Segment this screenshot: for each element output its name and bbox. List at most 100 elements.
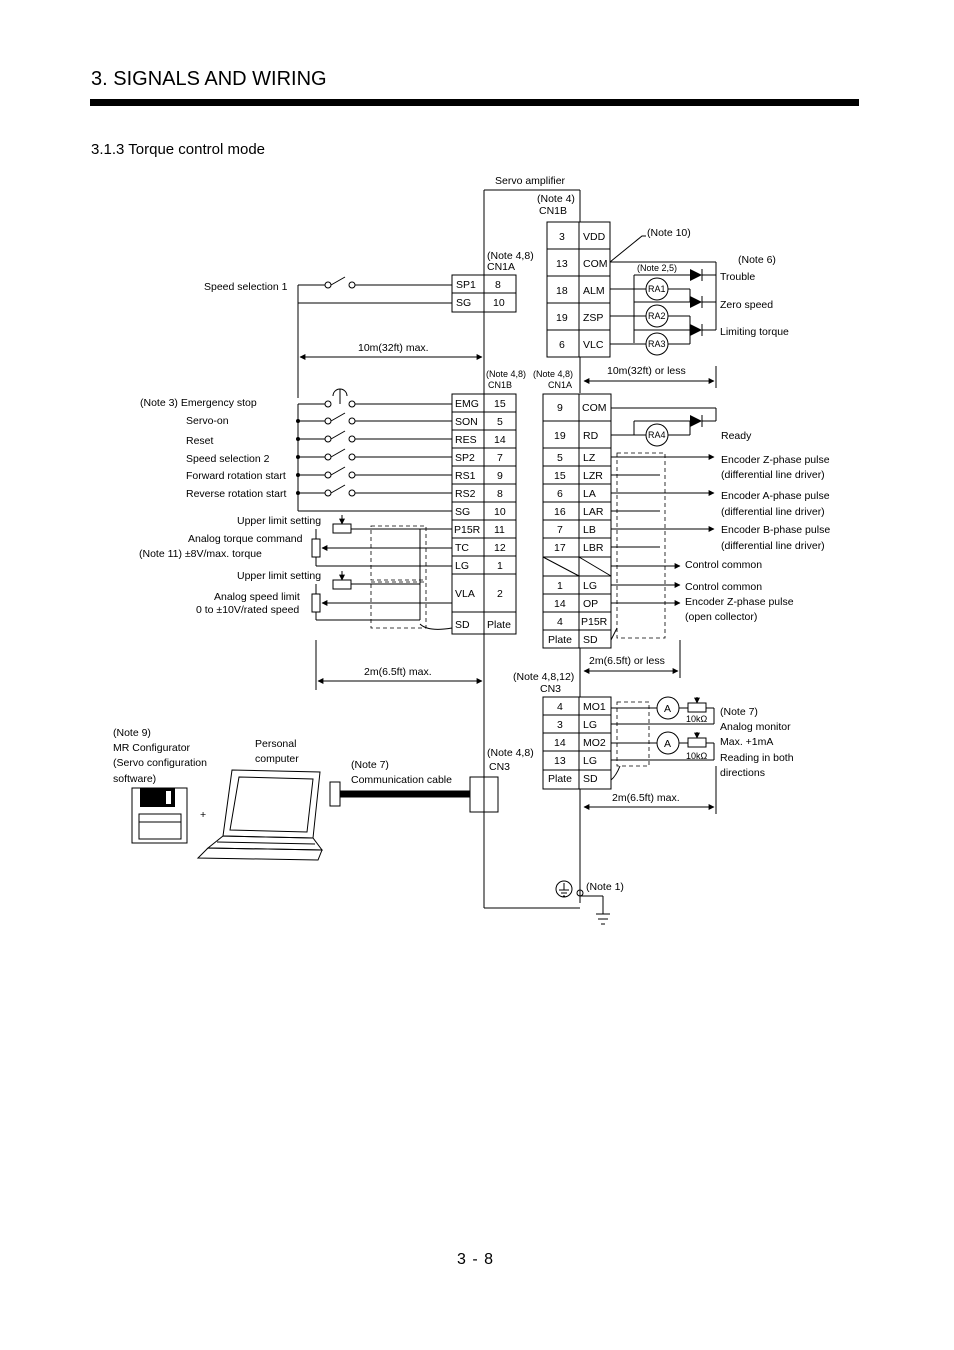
input-label: Reset bbox=[186, 435, 214, 447]
cn3-right-header: CN3 bbox=[540, 683, 561, 695]
pin-sig: LG bbox=[583, 755, 597, 767]
speed-range-label: 0 to ±10V/rated speed bbox=[196, 604, 299, 616]
speed-limit-label: Analog speed limit bbox=[214, 591, 300, 603]
note6: (Note 6) bbox=[738, 254, 776, 266]
computer-label: Personal bbox=[255, 738, 296, 750]
pin-num: 17 bbox=[554, 542, 566, 554]
pin-sig: RS2 bbox=[455, 488, 476, 500]
pin-num: 10 bbox=[494, 506, 506, 518]
pin-sig: SON bbox=[455, 416, 478, 428]
section-title: 3.1.3 Torque control mode bbox=[91, 141, 266, 158]
pin-sig: LG bbox=[583, 580, 597, 592]
ammeter: A bbox=[664, 703, 671, 715]
pin-sig: EMG bbox=[455, 398, 479, 410]
output-label: Control common bbox=[685, 581, 762, 593]
cn1a-mid-header: CN1A bbox=[548, 380, 572, 390]
output-label: Limiting torque bbox=[720, 326, 789, 338]
pin-num: 10 bbox=[493, 297, 505, 309]
pin-num: 19 bbox=[556, 312, 568, 324]
pin-sig: RS1 bbox=[455, 470, 476, 482]
page-number: 3 - 8 bbox=[457, 1251, 495, 1268]
pin-sig: LZR bbox=[583, 470, 603, 482]
pin-num: 11 bbox=[494, 524, 505, 536]
pin-num: 7 bbox=[497, 452, 503, 464]
cable-label: Communication cable bbox=[351, 774, 452, 786]
pin-num: 15 bbox=[554, 470, 566, 482]
floppy-disk-icon bbox=[131, 787, 188, 844]
output-label: (differential line driver) bbox=[721, 506, 825, 518]
pin-num: 3 bbox=[557, 719, 563, 731]
pin-sig: MO2 bbox=[583, 737, 606, 749]
pin-num: 13 bbox=[556, 258, 568, 270]
dist-label: 10m(32ft) or less bbox=[607, 365, 686, 377]
output-label: (differential line driver) bbox=[721, 469, 825, 481]
pin-num: 6 bbox=[557, 488, 563, 500]
pin-sig: COM bbox=[583, 258, 608, 270]
pin-num: 13 bbox=[554, 755, 566, 767]
torque-cmd-label: Analog torque command bbox=[188, 533, 303, 545]
pin-num: 4 bbox=[557, 701, 563, 713]
pin-num: 9 bbox=[557, 402, 563, 414]
cn1a-top-note: (Note 4,8) bbox=[487, 250, 534, 262]
monitor-note: (Note 7) bbox=[720, 706, 758, 718]
pin-sig: TC bbox=[455, 542, 469, 554]
monitor-note: Max. +1mA bbox=[720, 736, 773, 748]
output-label: Control common bbox=[685, 559, 762, 571]
dist-label: 2m(6.5ft) max. bbox=[612, 792, 680, 804]
pin-sig: OP bbox=[583, 598, 598, 610]
input-label: Forward rotation start bbox=[186, 470, 286, 482]
plus-label: + bbox=[200, 809, 206, 821]
pin-num: 4 bbox=[557, 616, 563, 628]
cn1a-top-connector: (Note 4,8) CN1A SP1 8 SG 10 Speed select… bbox=[204, 250, 534, 313]
input-label: Reverse rotation start bbox=[186, 488, 286, 500]
cn1b-mid-header: CN1B bbox=[488, 380, 512, 390]
input-label: Servo-on bbox=[186, 415, 229, 427]
relay: RA1 bbox=[648, 284, 666, 294]
ready-label: Ready bbox=[721, 430, 752, 442]
pin-num: 18 bbox=[556, 285, 568, 297]
pin-num: 15 bbox=[494, 398, 506, 410]
relay: RA4 bbox=[648, 430, 666, 440]
output-label: Encoder B-phase pulse bbox=[721, 524, 830, 536]
cable-note: (Note 7) bbox=[351, 759, 389, 771]
relay: RA3 bbox=[648, 339, 666, 349]
cn1a-mid-connector: (Note 4,8) CN1A 9 COM 19 RD 5 LZ 15 LZR … bbox=[533, 369, 830, 678]
pin-num: 3 bbox=[559, 231, 565, 243]
pin-sig: P15R bbox=[581, 616, 608, 628]
pin-num: 14 bbox=[554, 737, 566, 749]
pin-sig: LAR bbox=[583, 506, 604, 518]
pc-cn3-header: CN3 bbox=[489, 761, 510, 773]
pin-sig: LG bbox=[455, 560, 469, 572]
pin-num: 9 bbox=[497, 470, 503, 482]
input-label: Speed selection 2 bbox=[186, 453, 270, 465]
torque-note-label: (Note 11) ±8V/max. torque bbox=[139, 548, 262, 560]
pin-num: 12 bbox=[494, 542, 506, 554]
pin-sig: LB bbox=[583, 524, 596, 536]
pin-num: 5 bbox=[557, 452, 563, 464]
output-label: Encoder Z-phase pulse bbox=[721, 454, 830, 466]
pin-sig: SG bbox=[455, 506, 470, 518]
pin-num: 14 bbox=[494, 434, 506, 446]
cn1b-mid-connector: (Note 4,8) CN1B EMG 15 SON 5 RES 14 SP2 … bbox=[139, 369, 526, 690]
pin-num: 1 bbox=[557, 580, 563, 592]
resistor-label: 10kΩ bbox=[686, 714, 708, 724]
monitor-note: directions bbox=[720, 767, 765, 779]
pin-sig: P15R bbox=[454, 524, 481, 536]
cn1b-mid-note: (Note 4,8) bbox=[486, 369, 526, 379]
pin-sig: RES bbox=[455, 434, 477, 446]
switch bbox=[298, 412, 452, 497]
laptop-icon bbox=[196, 769, 324, 861]
relay: RA2 bbox=[648, 311, 666, 321]
pin-sig: RD bbox=[583, 430, 599, 442]
monitor-note: Reading in both bbox=[720, 752, 794, 764]
pin-sig: SD bbox=[455, 619, 470, 631]
output-label: Encoder Z-phase pulse bbox=[685, 596, 794, 608]
ground-terminal: (Note 1) bbox=[555, 880, 624, 925]
pin-sig: SG bbox=[456, 297, 471, 309]
monitor-note: Analog monitor bbox=[720, 721, 791, 733]
note9: (Note 9) bbox=[113, 727, 151, 739]
pin-num: Plate bbox=[548, 634, 572, 646]
dist-label: 2m(6.5ft) or less bbox=[589, 655, 665, 667]
ground-note: (Note 1) bbox=[586, 881, 624, 893]
